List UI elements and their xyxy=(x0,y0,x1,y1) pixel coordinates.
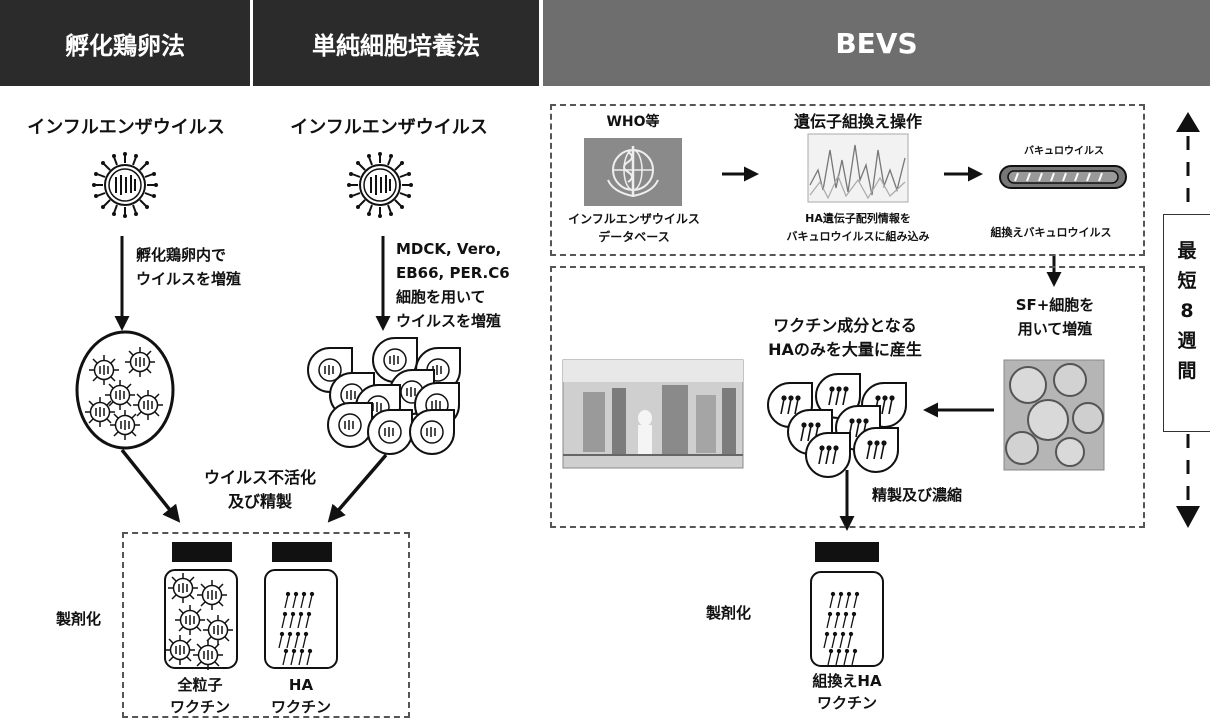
header-bevs-label: BEVS xyxy=(835,26,918,60)
cell-step-line4: ウイルスを増殖 xyxy=(396,312,502,330)
factory-photo xyxy=(562,359,744,469)
left-formulation-box xyxy=(122,532,410,718)
sf-cells-photo xyxy=(1003,359,1105,471)
bevs-production-box xyxy=(550,266,1145,528)
baculovirus-icon xyxy=(999,165,1127,189)
db-line2: データベース xyxy=(598,230,670,244)
cell-cluster-icon xyxy=(307,337,461,455)
whole-vaccine-line2: ワクチン xyxy=(169,698,230,716)
header-cell-method: 単純細胞培養法 xyxy=(253,0,539,86)
baculo-top-label: バキュロウイルス xyxy=(1024,146,1104,157)
recomb-vaccine-line1: 組換えHA xyxy=(812,672,882,690)
header-egg-label: 孵化鶏卵法 xyxy=(65,31,185,60)
ha-vial-icon xyxy=(264,542,338,669)
egg-to-vial-arrow xyxy=(120,448,181,523)
timeline-arrow xyxy=(1176,112,1200,528)
recomb-line2: バキュロウイルスに組み込み xyxy=(786,230,930,243)
who-label: WHO等 xyxy=(606,114,660,130)
sequence-chart-icon xyxy=(807,133,909,203)
timeline-label: 最 短 8 週 間 xyxy=(1164,236,1210,386)
sf-line2: 用いて増殖 xyxy=(1017,320,1093,338)
ha-line1: ワクチン成分となる xyxy=(773,316,917,335)
timeline-char-5: 間 xyxy=(1177,360,1197,382)
bevs-genetic-box xyxy=(550,104,1145,256)
inactivation-line1: ウイルス不活化 xyxy=(203,468,316,487)
header-egg-method: 孵化鶏卵法 xyxy=(0,0,250,86)
inactivation-line2: 及び精製 xyxy=(227,492,292,511)
cell-step-line1: MDCK, Vero, xyxy=(396,240,502,258)
egg-step-line1: 孵化鶏卵内で xyxy=(136,246,227,264)
recomb-title: 遺伝子組換え操作 xyxy=(793,112,922,131)
recomb-vaccine-line2: ワクチン xyxy=(816,694,877,712)
ha-line2: HAのみを大量に産生 xyxy=(768,340,922,359)
egg-virus-label: インフルエンザウイルス xyxy=(27,117,225,138)
egg-icon xyxy=(75,330,175,450)
left-formulation-label: 製剤化 xyxy=(56,610,102,628)
whole-virion-vial-icon xyxy=(164,542,238,671)
db-line1: インフルエンザウイルス xyxy=(568,212,700,226)
timeline-label-box xyxy=(1163,214,1210,432)
purify-label: 精製及び濃縮 xyxy=(872,486,963,504)
bevs-formulation-label: 製剤化 xyxy=(706,604,752,622)
ha-vaccine-line1: HA xyxy=(288,676,314,694)
cell-step-line3: 細胞を用いて xyxy=(396,288,486,306)
whole-vaccine-line1: 全粒子 xyxy=(177,676,223,694)
ha-vaccine-line2: ワクチン xyxy=(270,698,331,716)
timeline-char-1: 最 xyxy=(1177,240,1197,262)
header-cell-label: 単純細胞培養法 xyxy=(312,31,480,60)
cell-to-vial-arrow xyxy=(327,453,388,523)
egg-virus-icon xyxy=(91,151,159,219)
recomb-line1: HA遺伝子配列情報を xyxy=(805,212,911,225)
cell-virus-label: インフルエンザウイルス xyxy=(290,117,488,138)
egg-step-line2: ウイルスを増殖 xyxy=(136,270,242,288)
recombinant-ha-vial-icon xyxy=(810,542,884,667)
who-flag-icon xyxy=(584,138,682,206)
sf-line1: SF+細胞を xyxy=(1015,296,1095,314)
cell-virus-icon xyxy=(346,151,414,219)
header-bevs: BEVS xyxy=(543,0,1210,86)
timeline-char-3: 8 xyxy=(1180,300,1194,322)
cell-step-line2: EB66, PER.C6 xyxy=(396,264,510,282)
baculo-bottom-label: 組換えバキュロウイルス xyxy=(990,226,1112,239)
timeline-char-4: 週 xyxy=(1177,330,1197,352)
timeline-char-2: 短 xyxy=(1177,270,1197,292)
